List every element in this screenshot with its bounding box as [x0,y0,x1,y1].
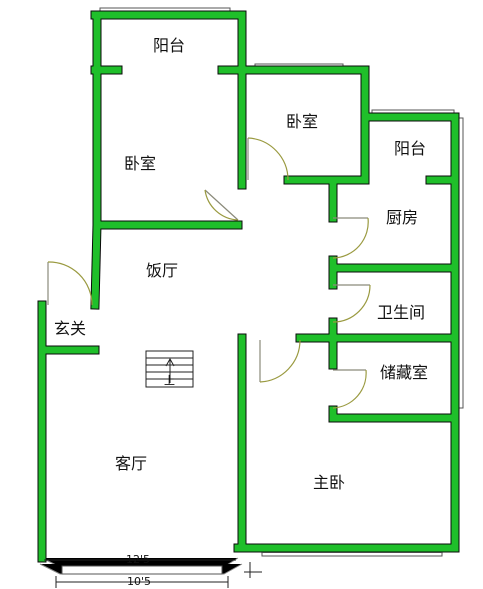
door-kitchen [332,217,369,259]
label-entrance: 玄关 [54,319,86,338]
label-master-bedroom: 主卧 [313,473,345,492]
label-kitchen: 厨房 [386,208,418,227]
walls-outline [37,10,460,563]
stair-up-label: 上 [164,374,175,387]
door-master-bedroom [259,339,301,383]
dimensions: 12'5 10'5 [44,553,262,588]
label-bedroom-left: 卧室 [124,154,156,173]
doors [47,137,371,409]
door-bedroom-middle [247,137,289,181]
door-bathroom [332,284,371,323]
dimension-inner: 10'5 [127,575,151,588]
label-dining: 饭厅 [146,261,178,280]
label-living: 客厅 [115,454,147,473]
label-storage: 储藏室 [380,363,428,382]
door-bedroom-left [204,189,239,221]
label-balcony-right: 阳台 [394,139,426,158]
label-bathroom: 卫生间 [377,303,425,322]
walls [38,11,459,562]
door-entrance [47,261,93,306]
room-labels: 阳台 卧室 卧室 阳台 厨房 饭厅 卫生间 玄关 储藏室 客厅 主卧 [54,36,428,492]
door-storage [332,369,367,409]
label-bedroom-middle: 卧室 [286,112,318,131]
dimension-outer: 12'5 [126,553,150,566]
label-balcony-top: 阳台 [153,36,185,55]
staircase: 上 [145,350,194,388]
windows [39,7,464,575]
